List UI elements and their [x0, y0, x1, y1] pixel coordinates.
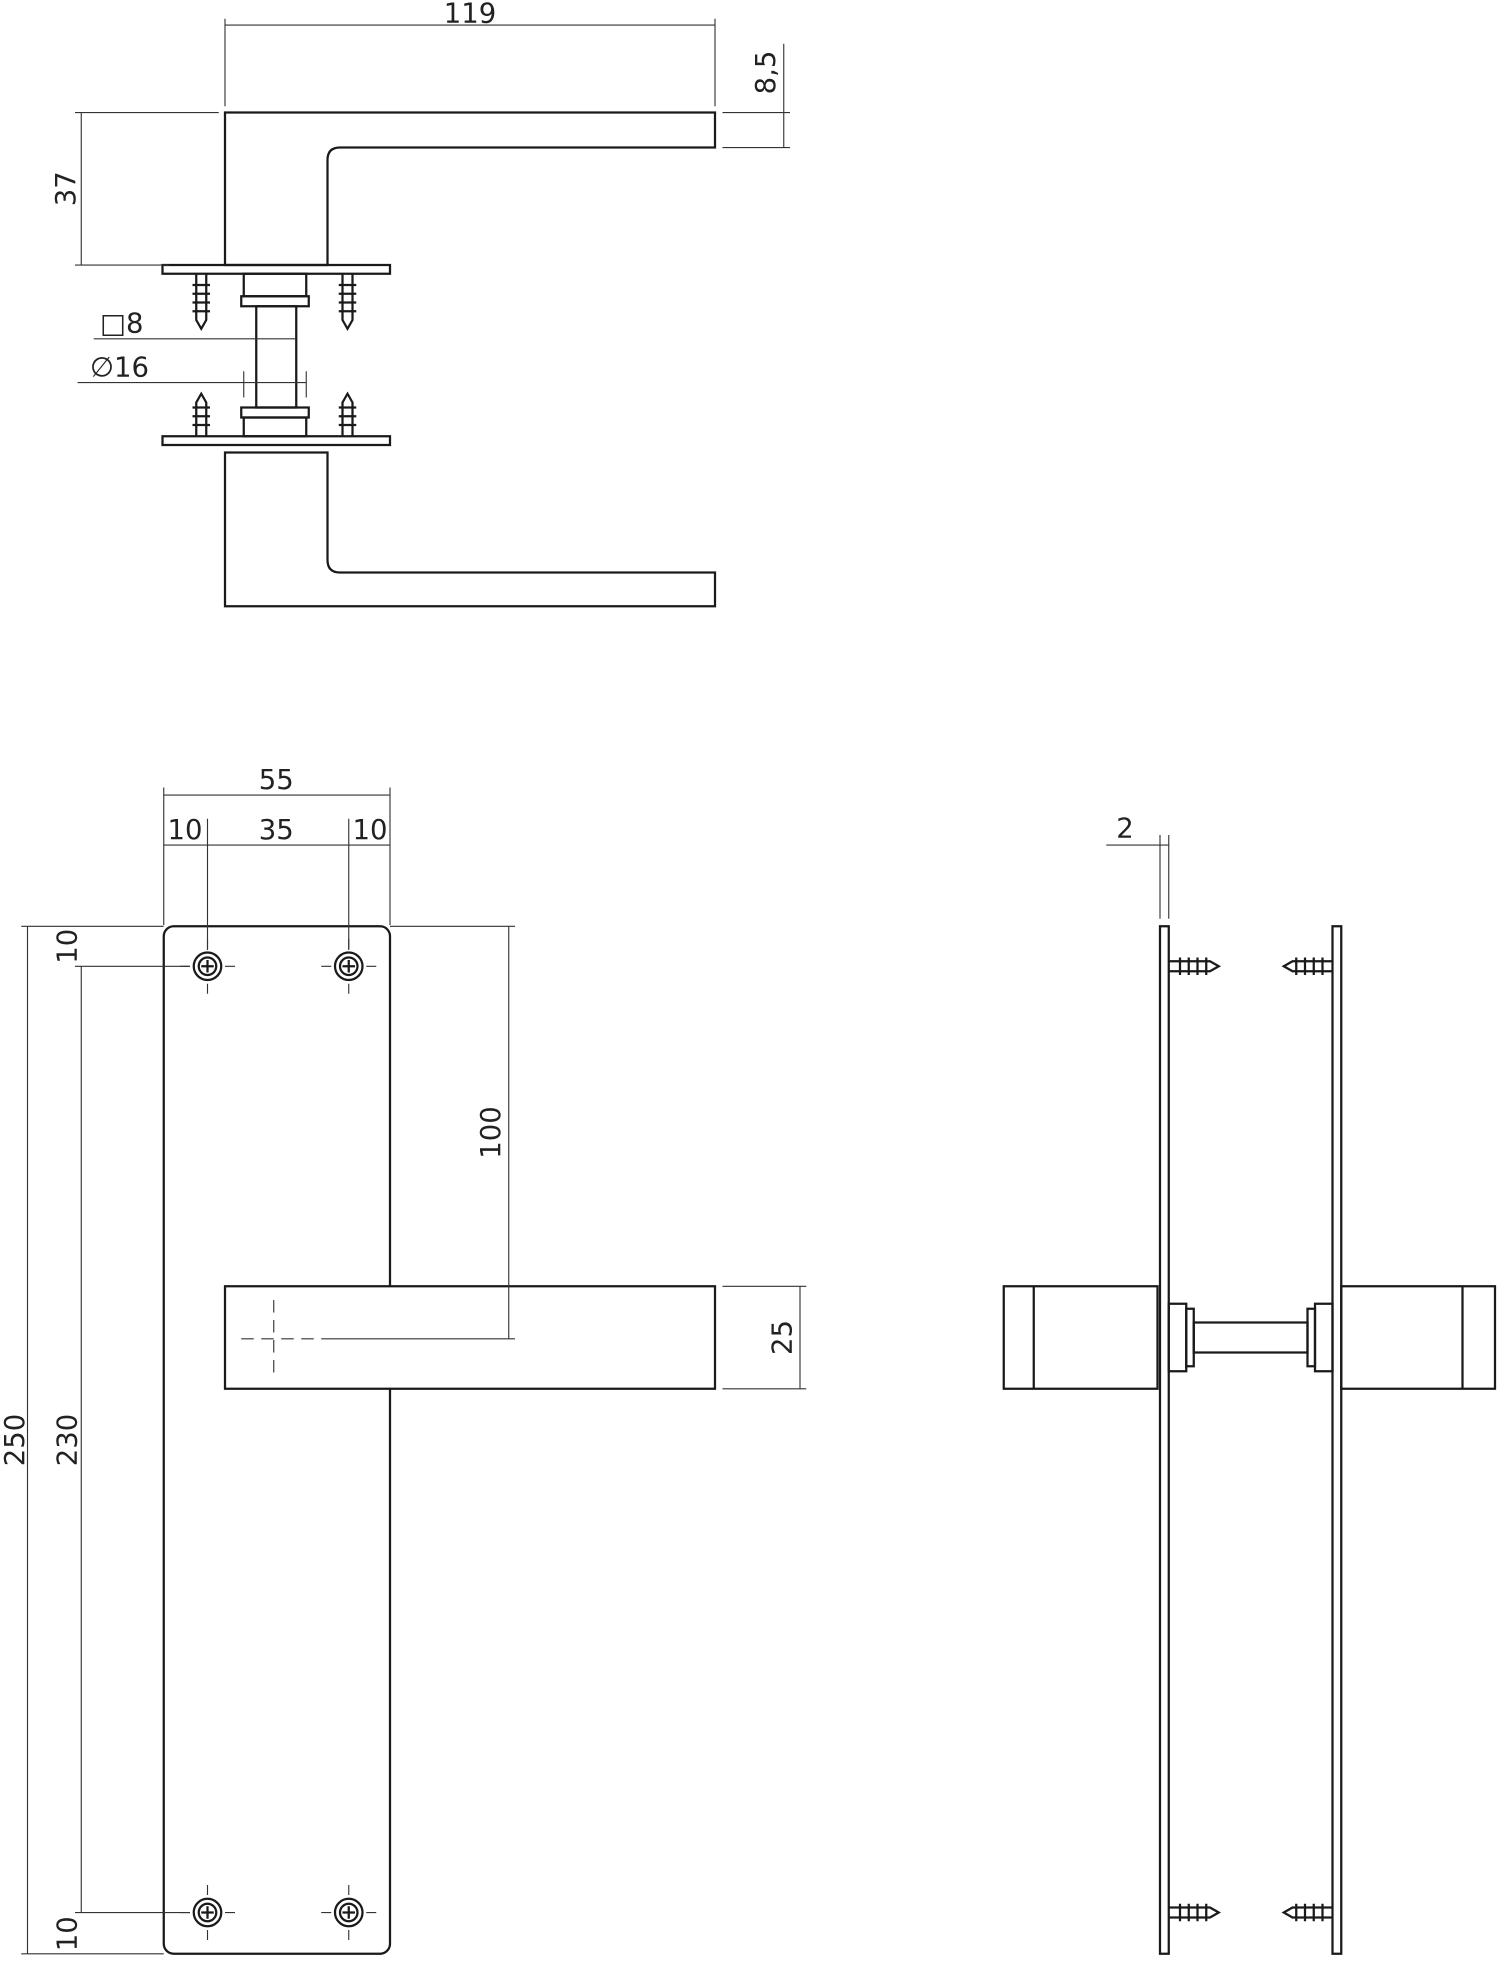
dim-line-55 — [163, 787, 391, 925]
dim-line-250 — [21, 925, 164, 1955]
right-plate-side — [1331, 925, 1343, 1955]
top-view: 119 8,5 37 □8 ∅16 — [50, 0, 790, 608]
screw-head-icon — [180, 938, 377, 1940]
left-plate-side — [1158, 925, 1170, 1955]
right-rose-side — [1313, 1302, 1334, 1373]
right-rose-ring-side — [1306, 1307, 1317, 1368]
left-rose-side — [1167, 1302, 1188, 1373]
left-rose-ring-side — [1185, 1307, 1195, 1368]
dim-line-37 — [75, 111, 219, 266]
dim-label-35: 35 — [259, 814, 294, 846]
dim-label-37: 37 — [50, 171, 82, 206]
upper-handle — [223, 111, 717, 267]
dim-label-diameter-16: ∅16 — [90, 351, 149, 383]
right-handle-end — [1340, 1285, 1497, 1390]
dim-label-25: 25 — [766, 1320, 798, 1355]
dim-line-230 — [75, 965, 190, 1914]
spindle — [255, 305, 298, 409]
lower-rose-plate — [161, 435, 392, 447]
screw-icon — [192, 273, 357, 437]
handle-front — [223, 1285, 717, 1390]
upper-rose-plate — [161, 263, 392, 275]
dim-label-10-bottom: 10 — [51, 1916, 83, 1951]
dim-label-119: 119 — [444, 0, 497, 30]
screw-icon — [1168, 957, 1333, 1922]
spindle-side — [1192, 1321, 1309, 1354]
lower-handle — [223, 451, 717, 608]
dim-label-2: 2 — [1116, 813, 1134, 845]
dim-line-2 — [1106, 835, 1170, 919]
dim-label-8-5: 8,5 — [750, 51, 782, 95]
side-view: 2 — [1002, 813, 1497, 1955]
dim-label-55: 55 — [259, 764, 294, 796]
dim-label-100: 100 — [475, 1106, 507, 1159]
dim-line-10-35-10 — [163, 818, 390, 950]
dim-line-100 — [321, 925, 515, 1340]
dim-label-230: 230 — [51, 1414, 83, 1467]
upper-rose-ring — [240, 295, 310, 308]
dim-label-square-8: □8 — [100, 308, 143, 340]
backplate — [162, 925, 392, 1955]
dim-line-119 — [224, 18, 716, 107]
lower-rose-ring — [240, 406, 310, 419]
dim-line-25 — [722, 1285, 807, 1390]
spindle-centerline — [241, 1300, 319, 1378]
dim-label-10-top: 10 — [51, 929, 83, 964]
upper-rose-body — [242, 272, 308, 298]
front-view: 55 10 35 10 250 230 10 10 100 25 — [0, 764, 807, 1955]
dim-line-diameter-16 — [77, 371, 307, 398]
dim-label-250: 250 — [0, 1414, 31, 1467]
dim-label-10-left: 10 — [168, 814, 203, 846]
left-handle-end — [1002, 1285, 1159, 1390]
dim-label-10-right: 10 — [353, 814, 388, 846]
lower-rose-body — [242, 416, 308, 438]
dim-line-8-5 — [722, 43, 790, 149]
